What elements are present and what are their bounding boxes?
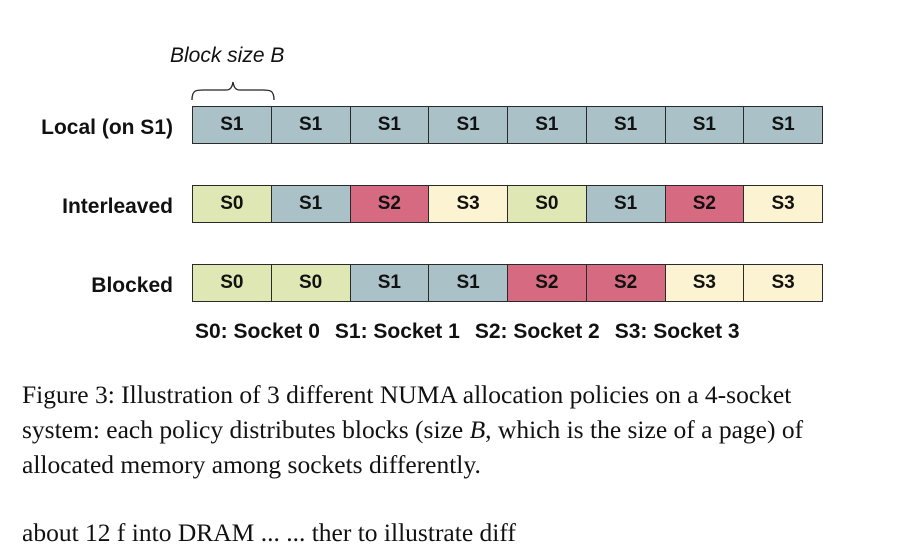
memory-block: S0 (507, 186, 586, 222)
row-label-local: Local (on S1) (41, 116, 173, 139)
memory-block: S3 (743, 265, 822, 301)
memory-block: S1 (743, 107, 822, 143)
legend-item-s1: S1: Socket 1 (334, 320, 460, 343)
legend-item-s2: S2: Socket 2 (474, 320, 600, 343)
socket-legend: S0: Socket 0 S1: Socket 1 S2: Socket 2 S… (195, 320, 740, 344)
memory-block: S0 (193, 186, 271, 222)
memory-block: S1 (664, 107, 744, 143)
legend-item-s0: S0: Socket 0 (195, 320, 320, 343)
memory-block: S0 (193, 265, 271, 301)
policy-row-blocked: S0 S0 S1 S1 S2 S2 S3 S3 (192, 264, 823, 302)
memory-block: S2 (585, 265, 665, 301)
cut-off-body-text: about 12 f into DRAM ... ... ther to ill… (22, 518, 516, 547)
memory-block: S1 (349, 107, 429, 143)
memory-block: S3 (664, 265, 744, 301)
memory-block: S2 (664, 186, 744, 222)
memory-block: S1 (428, 265, 507, 301)
memory-block: S1 (349, 265, 429, 301)
memory-block: S1 (585, 186, 665, 222)
memory-block: S3 (743, 186, 822, 222)
memory-block: S1 (585, 107, 665, 143)
memory-block: S0 (270, 265, 350, 301)
row-label-blocked: Blocked (91, 274, 173, 297)
memory-block: S1 (193, 107, 271, 143)
legend-item-s3: S3: Socket 3 (614, 320, 740, 343)
caption-suffix: , which is the size of a page) of alloca… (22, 415, 804, 479)
memory-block: S2 (349, 186, 429, 222)
memory-block: S1 (270, 107, 350, 143)
policy-row-local: S1 S1 S1 S1 S1 S1 S1 S1 (192, 106, 823, 144)
block-size-brace (191, 81, 275, 101)
memory-block: S1 (428, 107, 507, 143)
block-size-label: Block size B (170, 44, 285, 67)
memory-block: S1 (507, 107, 586, 143)
row-label-interleaved: Interleaved (62, 195, 173, 218)
memory-block: S2 (507, 265, 586, 301)
policy-row-interleaved: S0 S1 S2 S3 S0 S1 S2 S3 (192, 185, 823, 223)
figure-caption: Figure 3: Illustration of 3 different NU… (22, 377, 832, 482)
memory-block: S1 (270, 186, 350, 222)
numa-policy-figure: Block size B Local (on S1) S1 S1 S1 S1 S… (41, 44, 823, 344)
memory-block: S3 (428, 186, 507, 222)
caption-prefix: Figure 3: Illustration of 3 different NU… (22, 380, 792, 444)
caption-math-b: B (469, 415, 486, 444)
